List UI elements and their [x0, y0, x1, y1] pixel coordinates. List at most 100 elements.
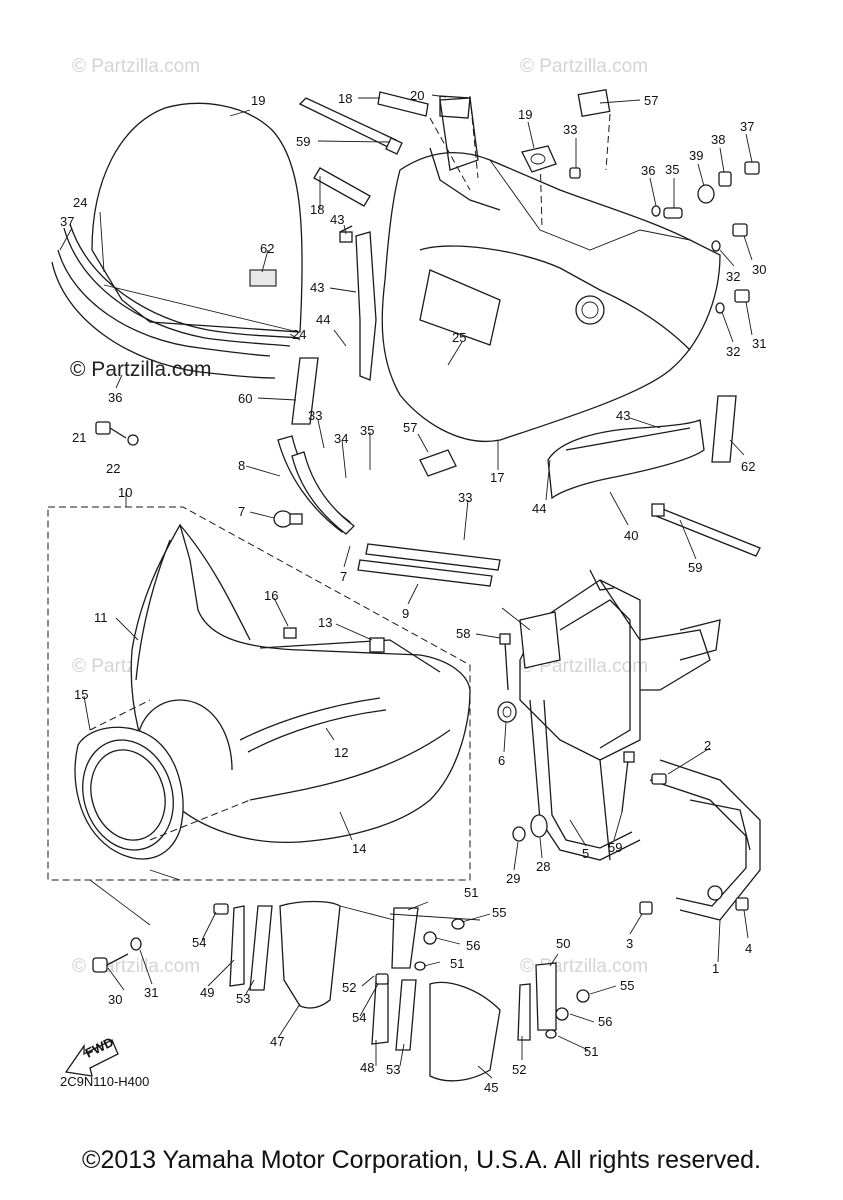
callout: 15	[74, 687, 88, 702]
callout: 34	[334, 431, 348, 446]
callout: 36	[108, 390, 122, 405]
callout: 50	[556, 936, 570, 951]
callout: 31	[144, 985, 158, 1000]
callout: 48	[360, 1060, 374, 1075]
callout: 62	[260, 241, 274, 256]
callout: 9	[402, 606, 409, 621]
callout: 52	[512, 1062, 526, 1077]
callout: 17	[490, 470, 504, 485]
callout: 4	[745, 941, 752, 956]
windshield-group	[51, 102, 303, 379]
lower-covers	[213, 900, 590, 1082]
callout: 3	[626, 936, 633, 951]
callout: 37	[740, 119, 754, 134]
pads	[291, 357, 737, 463]
callout: 22	[106, 461, 120, 476]
callout: 20	[410, 88, 424, 103]
callout: 33	[458, 490, 472, 505]
callout: 43	[616, 408, 630, 423]
callout: 55	[620, 978, 634, 993]
callout: 47	[270, 1034, 284, 1049]
callout: 44	[532, 501, 546, 516]
callout: 33	[563, 122, 577, 137]
stays-9	[277, 435, 501, 587]
bolt-21	[95, 421, 139, 446]
callout: 7	[238, 504, 245, 519]
callout: 55	[492, 905, 506, 920]
band-60-lower	[651, 503, 761, 557]
callout: 33	[308, 408, 322, 423]
callout: 10	[118, 485, 132, 500]
inner-fairing-assembly	[381, 88, 721, 442]
callout: 39	[689, 148, 703, 163]
callout: 56	[598, 1014, 612, 1029]
callout: 19	[251, 93, 265, 108]
callout: 24	[73, 195, 87, 210]
callout: 18	[338, 91, 352, 106]
callout: 57	[403, 420, 417, 435]
fitting-58	[419, 449, 457, 477]
duct-41	[547, 419, 705, 500]
callout: 19	[518, 107, 532, 122]
callout: 28	[536, 859, 550, 874]
callout: 25	[452, 330, 466, 345]
watermark: © Partzilla.com	[72, 956, 200, 977]
callout: 59	[608, 840, 622, 855]
callout: 14	[352, 841, 366, 856]
callout: 31	[752, 336, 766, 351]
grommets	[497, 701, 548, 842]
bolts-lower-right	[639, 773, 749, 915]
callout: 43	[330, 212, 344, 227]
callout: 12	[334, 745, 348, 760]
callout: 30	[752, 262, 766, 277]
forward-arrow: FWD	[64, 1034, 119, 1077]
callout: 36	[641, 163, 655, 178]
callout: 16	[264, 588, 278, 603]
callout: 60	[238, 391, 252, 406]
callout: 37	[60, 214, 74, 229]
callout: 21	[72, 430, 86, 445]
callout: 13	[318, 615, 332, 630]
callout: 56	[466, 938, 480, 953]
callout: 54	[192, 935, 206, 950]
grommet-19	[521, 145, 557, 173]
screw-28	[92, 937, 142, 973]
headlight-ring	[74, 699, 251, 860]
callout: 6	[498, 753, 505, 768]
watermark: © Partzilla.com	[70, 358, 212, 381]
callout: 8	[238, 458, 245, 473]
diagram-code: 2C9N110-H400	[60, 1074, 149, 1089]
callout: 57	[644, 93, 658, 108]
callout: 2	[704, 738, 711, 753]
callout: 51	[464, 885, 478, 900]
watermark: © Partzilla.com	[520, 56, 648, 77]
stay-42	[339, 225, 377, 381]
callout: 51	[584, 1044, 598, 1059]
bracket-stays	[519, 569, 761, 921]
callout: 53	[386, 1062, 400, 1077]
callout: 53	[236, 991, 250, 1006]
callout: 32	[726, 344, 740, 359]
callout: 52	[342, 980, 356, 995]
cowling-assembly-box	[47, 506, 471, 881]
callout: 59	[688, 560, 702, 575]
callout: 59	[296, 134, 310, 149]
callout: 24	[292, 327, 306, 342]
callout: 18	[310, 202, 324, 217]
callout: 38	[711, 132, 725, 147]
callout: 54	[352, 1010, 366, 1025]
callout: 7	[340, 569, 347, 584]
hardware-right	[569, 161, 760, 314]
callout: 40	[624, 528, 638, 543]
callout: 45	[484, 1080, 498, 1095]
bolt-8	[273, 510, 303, 528]
watermark: © Partzilla.com	[72, 56, 200, 77]
callout: 43	[310, 280, 324, 295]
ties-59	[499, 633, 635, 813]
callout: 11	[94, 610, 108, 625]
callout: 35	[665, 162, 679, 177]
callout: 5	[582, 846, 589, 861]
label-sticker	[249, 269, 277, 287]
callout: 51	[450, 956, 464, 971]
upper-strips	[298, 91, 471, 207]
